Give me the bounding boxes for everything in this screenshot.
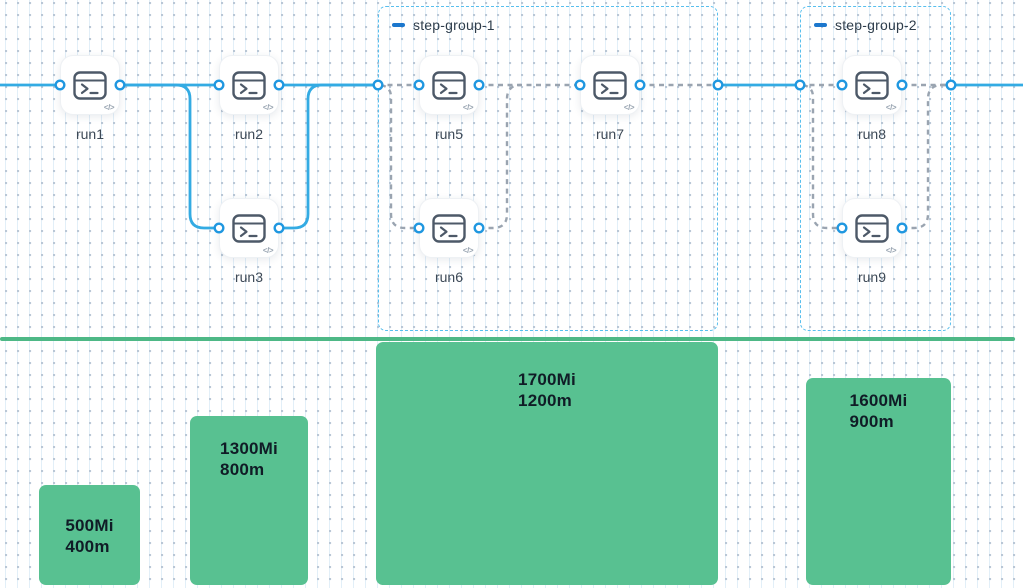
- input-port[interactable]: [213, 222, 225, 234]
- terminal-icon: [855, 70, 889, 100]
- resource-bar-stepgroup2: 1600Mi 900m: [806, 378, 951, 585]
- output-port[interactable]: [273, 79, 285, 91]
- output-port[interactable]: [114, 79, 126, 91]
- bar-cpu-value: 800m: [220, 460, 265, 479]
- bar-cpu-value: 1200m: [518, 391, 572, 410]
- bar-cpu-value: 900m: [849, 412, 894, 431]
- node-run3[interactable]: </>: [219, 198, 279, 258]
- input-port[interactable]: [836, 222, 848, 234]
- input-port[interactable]: [836, 79, 848, 91]
- bar-cpu-value: 400m: [65, 537, 110, 556]
- terminal-icon: [232, 70, 266, 100]
- node-label-run5: run5: [434, 126, 464, 142]
- node-label-run1: run1: [75, 126, 105, 142]
- node-label-run2: run2: [234, 126, 264, 142]
- output-port[interactable]: [634, 79, 646, 91]
- code-icon: </>: [885, 246, 897, 255]
- node-label-run7: run7: [595, 126, 625, 142]
- code-icon: </>: [885, 103, 897, 112]
- output-port[interactable]: [473, 79, 485, 91]
- node-label-run9: run9: [857, 269, 887, 285]
- group2-exit-port[interactable]: [945, 79, 957, 91]
- bar-memory-value: 500Mi: [65, 516, 114, 535]
- node-label-run3: run3: [234, 269, 264, 285]
- output-port[interactable]: [896, 79, 908, 91]
- code-icon: </>: [103, 103, 115, 112]
- group1-exit-port[interactable]: [712, 79, 724, 91]
- group1-entry-port[interactable]: [372, 79, 384, 91]
- resource-baseline: [0, 337, 1015, 341]
- node-run8[interactable]: </>: [842, 55, 902, 115]
- step-group-2-header: step-group-2: [814, 17, 917, 33]
- step-group-1-header: step-group-1: [392, 17, 495, 33]
- input-port[interactable]: [213, 79, 225, 91]
- resource-bar-run1: 500Mi 400m: [39, 485, 140, 585]
- group-dash-icon: [392, 23, 405, 27]
- node-label-run6: run6: [434, 269, 464, 285]
- code-icon: </>: [462, 246, 474, 255]
- edge-run1-run3: [118, 83, 221, 230]
- input-port[interactable]: [574, 79, 586, 91]
- node-run7[interactable]: </>: [580, 55, 640, 115]
- output-port[interactable]: [473, 222, 485, 234]
- resource-bar-run2-run3: 1300Mi 800m: [190, 416, 308, 585]
- output-port[interactable]: [273, 222, 285, 234]
- terminal-icon: [73, 70, 107, 100]
- code-icon: </>: [462, 103, 474, 112]
- terminal-icon: [855, 213, 889, 243]
- code-icon: </>: [262, 246, 274, 255]
- terminal-icon: [432, 213, 466, 243]
- resource-bar-stepgroup1: 1700Mi 1200m: [376, 342, 718, 585]
- input-port[interactable]: [413, 222, 425, 234]
- node-label-run8: run8: [857, 126, 887, 142]
- node-run2[interactable]: </>: [219, 55, 279, 115]
- group2-entry-port[interactable]: [794, 79, 806, 91]
- terminal-icon: [593, 70, 627, 100]
- output-port[interactable]: [896, 222, 908, 234]
- group-dash-icon: [814, 23, 827, 27]
- node-run5[interactable]: </>: [419, 55, 479, 115]
- input-port[interactable]: [413, 79, 425, 91]
- bar-memory-value: 1300Mi: [220, 439, 278, 458]
- node-run6[interactable]: </>: [419, 198, 479, 258]
- bar-memory-value: 1600Mi: [849, 391, 908, 410]
- step-group-1-label: step-group-1: [413, 17, 495, 33]
- code-icon: </>: [262, 103, 274, 112]
- edge-run3-stepgroup1: [277, 83, 380, 230]
- node-run9[interactable]: </>: [842, 198, 902, 258]
- node-run1[interactable]: </>: [60, 55, 120, 115]
- input-port[interactable]: [54, 79, 66, 91]
- bar-memory-value: 1700Mi: [518, 370, 576, 389]
- step-group-2-label: step-group-2: [835, 17, 917, 33]
- code-icon: </>: [623, 103, 635, 112]
- terminal-icon: [232, 213, 266, 243]
- terminal-icon: [432, 70, 466, 100]
